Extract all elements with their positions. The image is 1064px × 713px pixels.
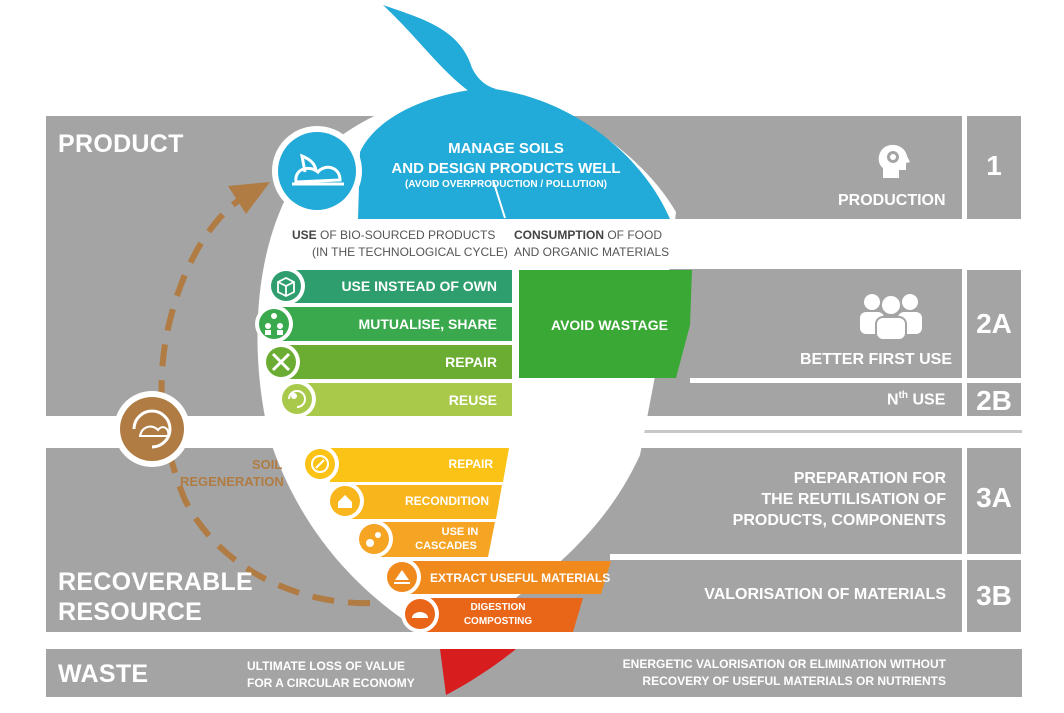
digestion-label: DIGESTION [458,602,538,613]
waste-triangle [440,649,516,695]
soil-label: SOIL [252,457,282,472]
energetic-label-line1: ENERGETIC VALORISATION OR ELIMINATION WI… [623,657,946,671]
arrowhead-icon [228,182,270,214]
nth-use-label: Nth USE [887,390,945,409]
cascade-icon [355,520,393,558]
cascades-label: CASCADES [414,540,478,552]
reuse-icon [278,380,316,418]
section-waste-label: WASTE [58,660,148,689]
recondition-icon [326,482,364,520]
preparation-label-line3: PRODUCTS, COMPONENTS [733,512,946,530]
production-label: PRODUCTION [838,192,946,210]
blue-tail [383,5,496,92]
waste-note-line2: FOR A CIRCULAR ECONOMY [247,676,415,690]
manage-soils-subtitle: (AVOID OVERPRODUCTION / POLLUTION) [378,179,634,190]
valorisation-label: VALORISATION OF MATERIALS [704,586,946,604]
repair-cycle-icon [301,445,339,483]
extract-useful-materials-label: EXTRACT USEFUL MATERIALS [430,571,610,585]
level-3a-label: 3A [967,482,1021,514]
manage-soils-title-line1: MANAGE SOILS [378,140,634,157]
reuse-label: REUSE [449,392,497,408]
use-header: USE OF BIO-SOURCED PRODUCTS [292,228,495,242]
level-2a-label: 2A [967,308,1021,340]
use-instead-of-own-label: USE INSTEAD OF OWN [341,278,497,294]
use-in-label: USE IN [430,526,490,538]
head-gear-icon [875,142,911,185]
repair-green-label: REPAIR [445,354,497,370]
better-first-use-label: BETTER FIRST USE [800,351,952,369]
level-2b-label: 2B [967,385,1021,417]
preparation-label-line2: THE REUTILISATION OF [761,491,946,509]
regeneration-label: REGENERATION [180,474,284,489]
section-resource-label: RESOURCE [58,598,202,627]
preparation-label-line1: PREPARATION FOR [794,470,946,488]
use-header-line2: (IN THE TECHNOLOGICAL CYCLE) [312,245,508,259]
waste-note-line1: ULTIMATE LOSS OF VALUE [247,659,405,673]
section-recoverable-label: RECOVERABLE [58,568,253,597]
level-1-label: 1 [967,150,1021,182]
people-share-icon [255,305,293,343]
level-3b-label: 3B [967,580,1021,612]
repair-orange-label: REPAIR [449,457,493,471]
consumption-header: CONSUMPTION OF FOOD [514,228,662,242]
extract-icon [383,558,421,596]
energetic-label-line2: RECOVERY OF USEFUL MATERIALS OR NUTRIENT… [642,674,946,688]
box-icon [267,267,305,305]
composting-label: COMPOSTING [458,616,538,627]
recondition-label: RECONDITION [405,494,489,508]
section-product-label: PRODUCT [58,130,184,159]
compost-icon [401,595,439,633]
avoid-wastage-label: AVOID WASTAGE [551,317,668,333]
tools-icon [262,343,300,381]
mutualise-share-label: MUTUALISE, SHARE [359,316,497,332]
soil-regeneration-icon [114,391,190,467]
manage-soils-title-line2: AND DESIGN PRODUCTS WELL [368,160,644,177]
group-people-icon [858,290,924,345]
consumption-header-line2: AND ORGANIC MATERIALS [514,245,669,259]
